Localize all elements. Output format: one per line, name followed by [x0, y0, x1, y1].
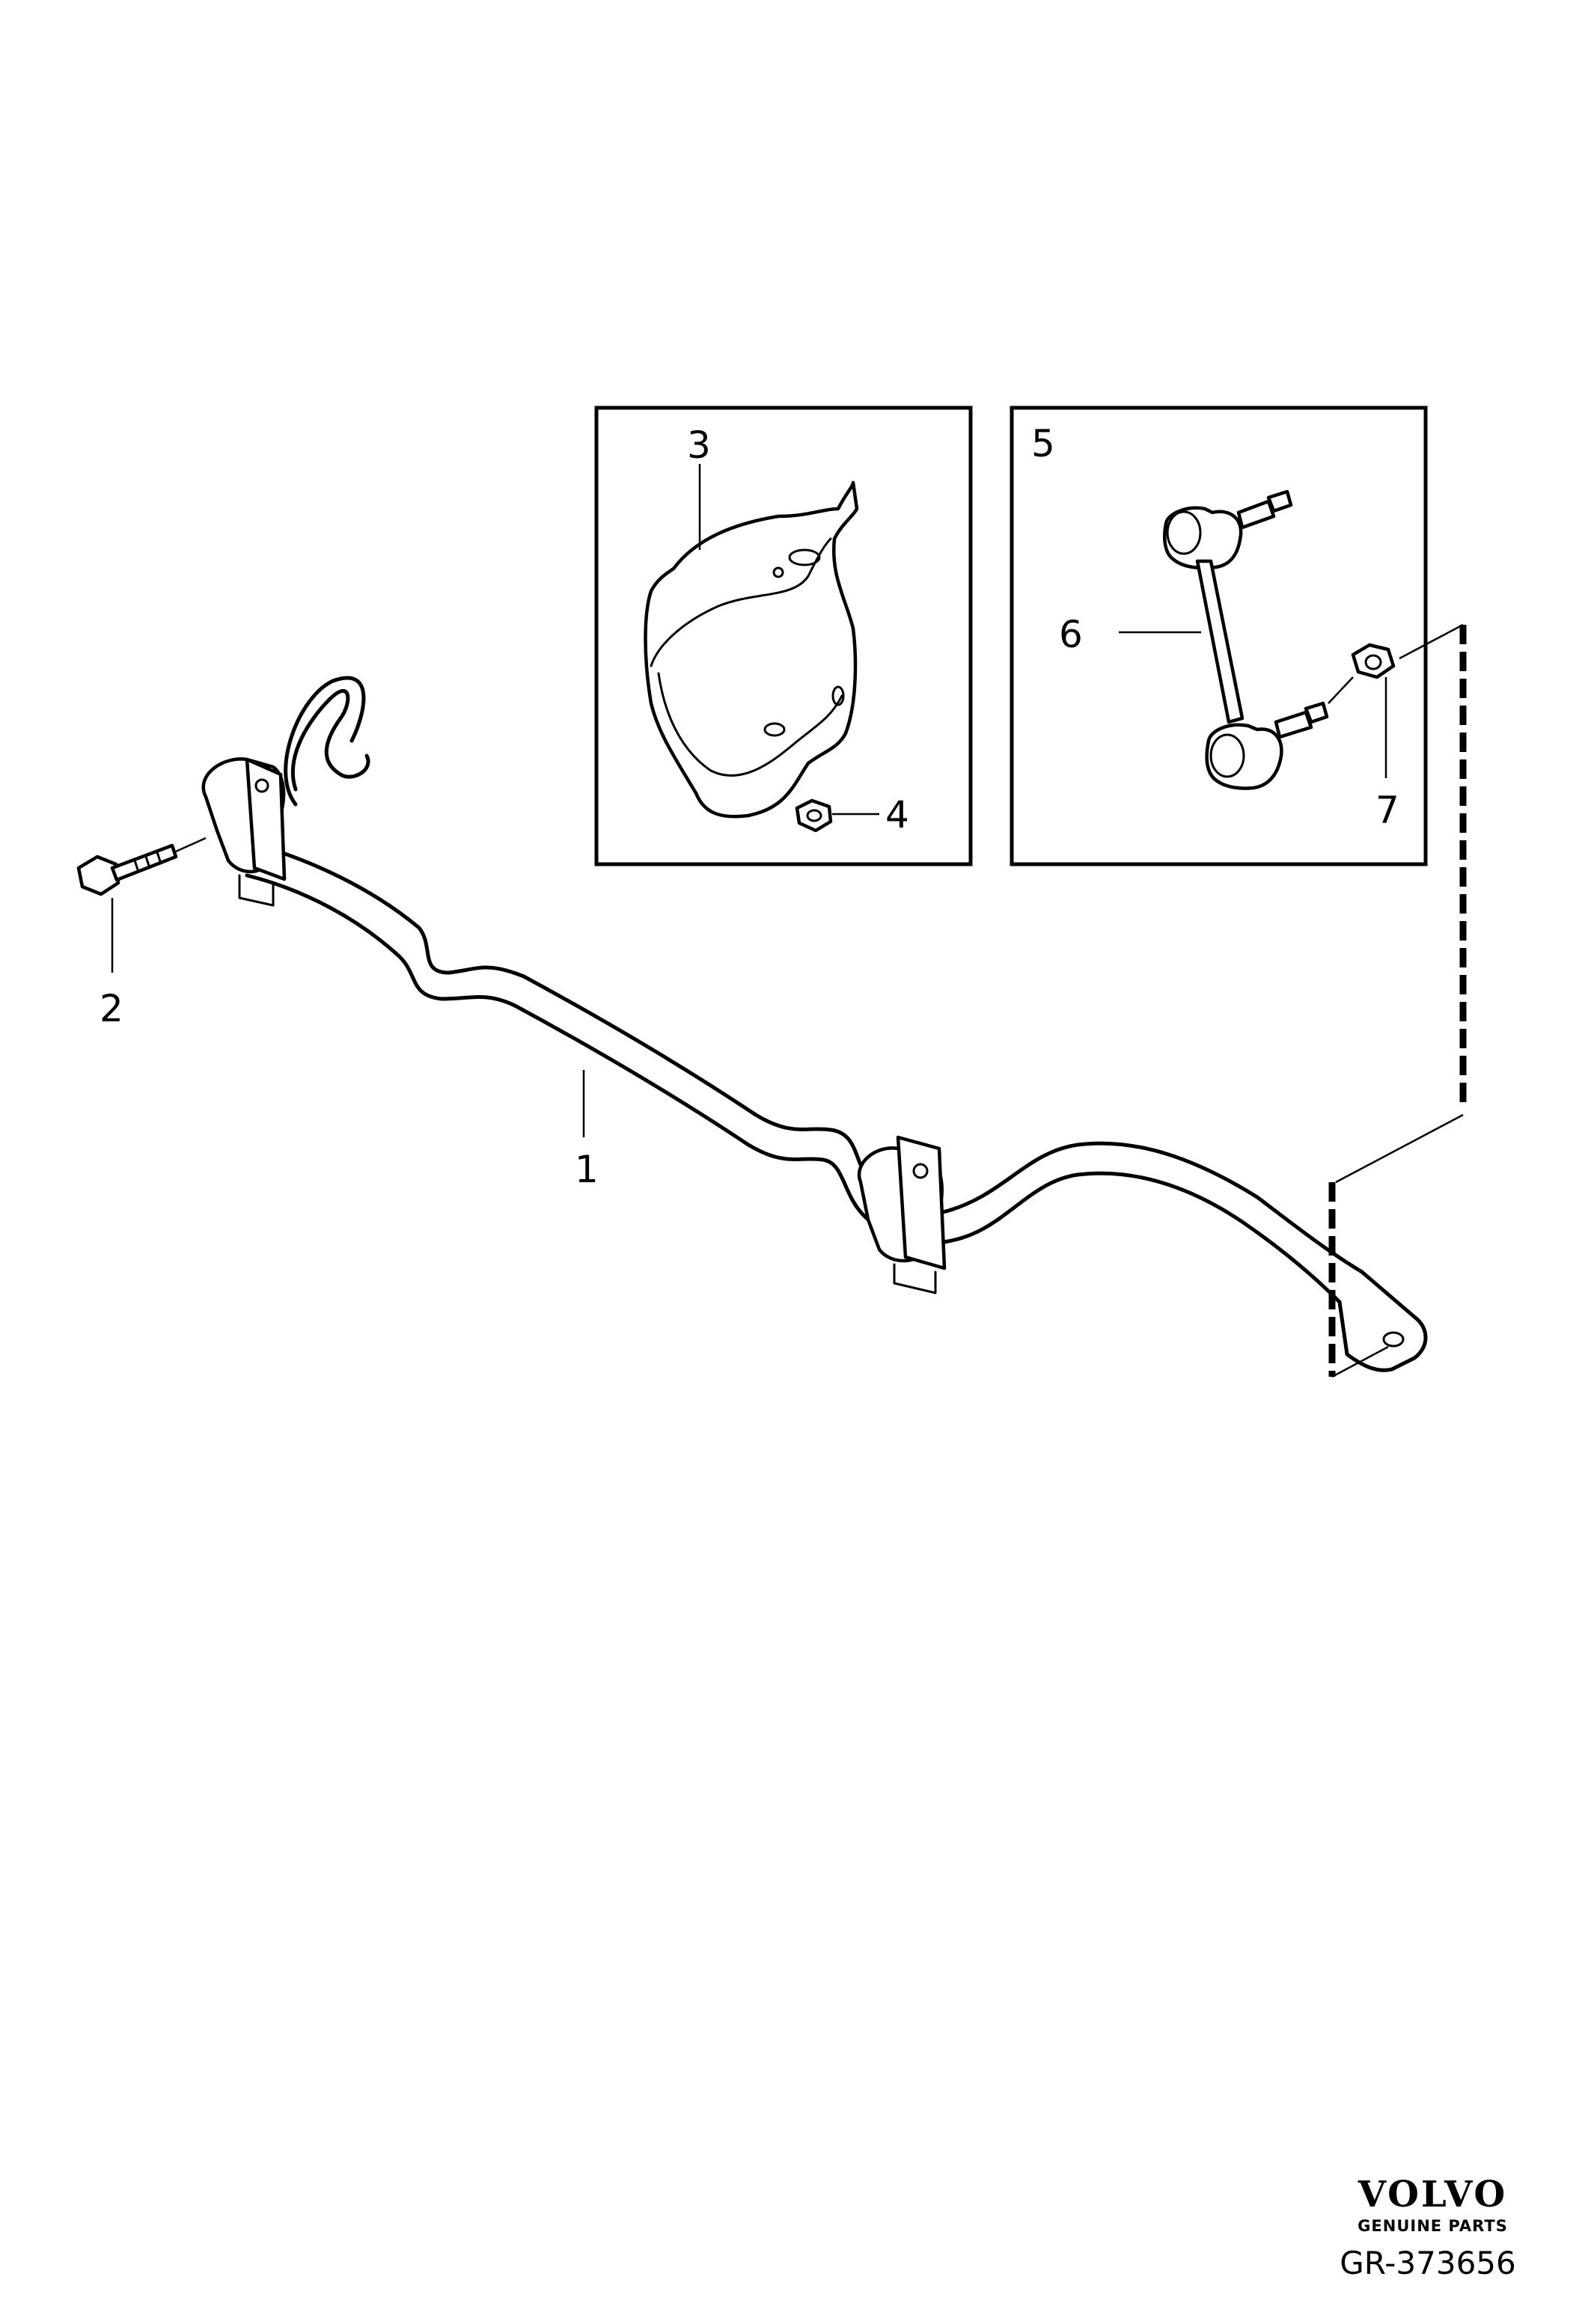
callout-6: 6 [1059, 613, 1083, 656]
connection-indicator [1328, 623, 1467, 1378]
diagram-reference-code: GR-373656 [1340, 2245, 1516, 2281]
callout-3: 3 [687, 423, 711, 467]
callout-2: 2 [100, 987, 123, 1030]
callout-4: 4 [885, 793, 909, 837]
volvo-logo: VOLVO [1358, 2174, 1508, 2216]
callout-5: 5 [1031, 422, 1055, 465]
bushing-bracket-center [857, 1135, 947, 1294]
stabilizer-bar [245, 676, 1428, 1372]
callout-1: 1 [575, 1148, 599, 1191]
bolt-part-2 [76, 837, 207, 896]
brand-tagline: GENUINE PARTS [1358, 2217, 1508, 2235]
bushing-bracket-left [201, 757, 287, 907]
callout-7: 7 [1375, 789, 1399, 832]
inset-box-shield [594, 406, 973, 866]
inset-box-link [1010, 406, 1428, 866]
